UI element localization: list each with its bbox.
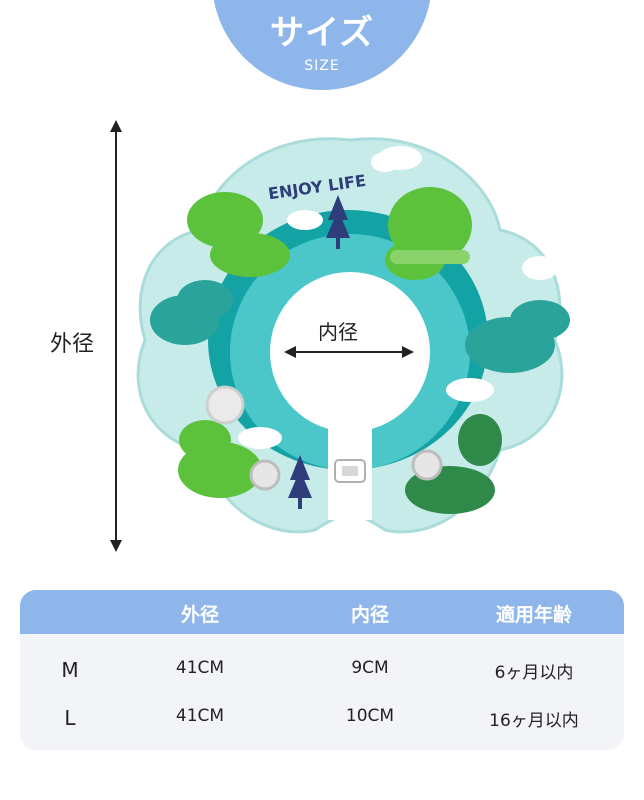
- row-size: L: [64, 706, 76, 730]
- header-badge: サイズ SIZE: [212, 0, 432, 90]
- inner-dimension-line: [290, 351, 408, 353]
- arrow-right-icon: [402, 346, 414, 358]
- table-header-inner: 内径: [350, 604, 390, 626]
- inner-diameter-label: 内径: [318, 320, 358, 344]
- page-subtitle: SIZE: [304, 58, 340, 74]
- row-inner: 9CM: [351, 658, 389, 678]
- row-inner: 10CM: [345, 706, 395, 726]
- page-title: サイズ: [270, 13, 374, 53]
- table-row: L 41CM 10CM 16ヶ月以内: [20, 706, 624, 736]
- row-size: M: [61, 658, 79, 682]
- row-outer: 41CM: [175, 658, 225, 678]
- outer-dimension-line: [115, 125, 117, 548]
- size-table: 外径 内径 適用年齢 M 41CM 9CM 6ヶ月以内 L 41CM 10CM …: [20, 590, 624, 750]
- arrow-up-icon: [110, 120, 122, 132]
- row-age: 16ヶ月以内: [489, 711, 579, 731]
- arrow-down-icon: [110, 540, 122, 552]
- table-header-outer: 外径: [180, 604, 220, 626]
- table-row: M 41CM 9CM 6ヶ月以内: [20, 658, 624, 688]
- arrow-left-icon: [284, 346, 296, 358]
- table-header: 外径 内径 適用年齢: [20, 590, 624, 634]
- table-header-age: 適用年齢: [495, 604, 573, 626]
- row-age: 6ヶ月以内: [494, 663, 574, 683]
- row-outer: 41CM: [175, 706, 225, 726]
- outer-diameter-label: 外径: [50, 324, 95, 360]
